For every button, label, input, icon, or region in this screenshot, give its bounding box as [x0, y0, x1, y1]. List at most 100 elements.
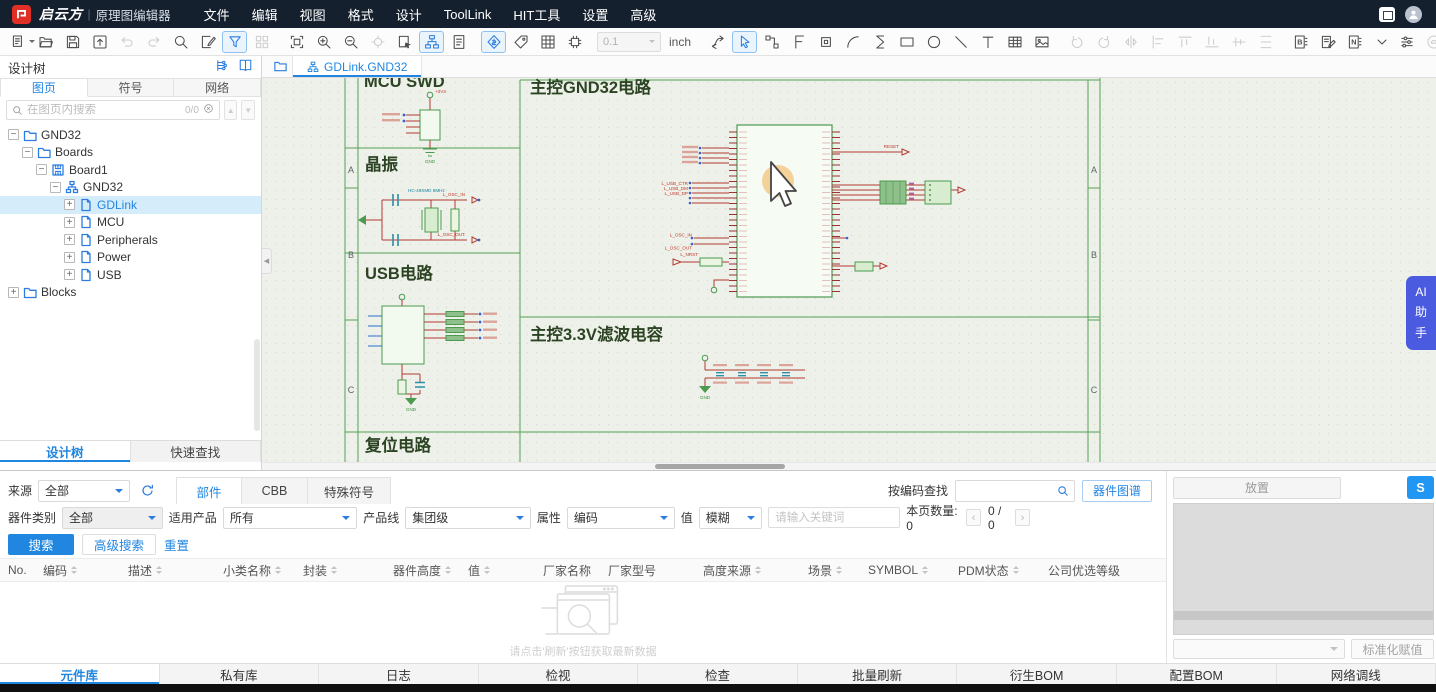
bottom-tab-日志[interactable]: 日志: [319, 664, 479, 684]
project-folder-icon[interactable]: [268, 56, 292, 77]
sort-icon[interactable]: [484, 566, 491, 574]
place-button[interactable]: 放置: [1173, 476, 1341, 499]
bottom-tab-衍生BOM[interactable]: 衍生BOM: [957, 664, 1117, 684]
column-header-小类名称[interactable]: 小类名称: [215, 559, 295, 581]
search-next-button[interactable]: ▼: [241, 100, 255, 120]
fit-view-button[interactable]: [284, 31, 309, 53]
keyword-input[interactable]: [768, 507, 901, 528]
bottom-tab-检查[interactable]: 检查: [638, 664, 798, 684]
menu-item-1[interactable]: 编辑: [251, 7, 278, 23]
circle-tool-button[interactable]: [921, 31, 946, 53]
collapse-icon[interactable]: −: [50, 181, 61, 193]
net-tag-button[interactable]: [508, 31, 533, 53]
bottom-tab-检视[interactable]: 检视: [479, 664, 639, 684]
value-tag-button[interactable]: [481, 30, 506, 53]
reset-button[interactable]: 重置: [164, 539, 190, 553]
search-icon[interactable]: [1057, 485, 1069, 497]
clear-search-icon[interactable]: [203, 101, 214, 119]
collapse-icon[interactable]: −: [22, 146, 33, 158]
sort-icon[interactable]: [922, 566, 929, 574]
expand-icon[interactable]: +: [64, 216, 75, 228]
sheet-properties-button[interactable]: [446, 31, 471, 53]
tree-item-Boards[interactable]: −Boards: [0, 144, 261, 162]
wire-mode-button[interactable]: [705, 31, 730, 53]
collapse-icon[interactable]: −: [36, 164, 47, 176]
menu-item-2[interactable]: 视图: [299, 7, 326, 23]
sort-icon[interactable]: [156, 566, 163, 574]
rect-tool-button[interactable]: [894, 31, 919, 53]
column-header-描述[interactable]: 描述: [120, 559, 215, 581]
prev-page-button[interactable]: ‹: [966, 509, 981, 526]
sort-icon[interactable]: [836, 566, 843, 574]
sort-icon[interactable]: [71, 566, 78, 574]
menu-item-6[interactable]: HIT工具: [513, 7, 561, 23]
arc-tool-button[interactable]: [840, 31, 865, 53]
bottom-tab-元件库[interactable]: 元件库: [0, 664, 160, 684]
menu-item-7[interactable]: 设置: [582, 7, 609, 23]
refresh-button[interactable]: [136, 480, 158, 502]
menu-item-8[interactable]: 高级: [630, 7, 657, 23]
tree-item-Power[interactable]: +Power: [0, 249, 261, 267]
polyline-tool-button[interactable]: [867, 31, 892, 53]
part-place-button[interactable]: [813, 31, 838, 53]
save-button[interactable]: [60, 31, 85, 53]
select-mode-button[interactable]: [732, 30, 758, 53]
column-header-值[interactable]: 值: [460, 559, 535, 581]
edit-sheet-button[interactable]: [195, 31, 220, 53]
column-header-器件高度[interactable]: 器件高度: [385, 559, 460, 581]
netlist-report-button[interactable]: N: [1342, 31, 1367, 53]
sort-icon[interactable]: [1012, 566, 1019, 574]
schematic-canvas[interactable]: A B C A B C MCU SWD 晶振 USB电路 复位电路 主控GND3…: [262, 78, 1436, 462]
filter-select-3[interactable]: 编码: [566, 506, 675, 529]
text-tool-button[interactable]: [975, 31, 1000, 53]
display-settings-button[interactable]: [1394, 31, 1419, 53]
bottom-tab-批量刷新[interactable]: 批量刷新: [798, 664, 958, 684]
next-page-button[interactable]: ›: [1015, 509, 1030, 526]
library-book-icon[interactable]: [238, 58, 253, 76]
tree-item-Peripherals[interactable]: +Peripherals: [0, 231, 261, 249]
hierarchy-view-button[interactable]: [419, 30, 444, 53]
window-share-icon[interactable]: [1379, 6, 1395, 22]
column-header-高度来源[interactable]: 高度来源: [695, 559, 800, 581]
sort-icon[interactable]: [331, 566, 338, 574]
tree-scrollbar[interactable]: [254, 339, 260, 431]
more-tools-button[interactable]: [1369, 31, 1394, 53]
bottom-tab-网络调线[interactable]: 网络调线: [1277, 664, 1436, 684]
goto-sheet-button[interactable]: [392, 31, 417, 53]
library-tab-部件[interactable]: 部件: [176, 477, 243, 504]
bottom-tab-私有库[interactable]: 私有库: [160, 664, 320, 684]
zoom-in-button[interactable]: [311, 31, 336, 53]
search-prev-button[interactable]: ▲: [223, 100, 238, 120]
advanced-search-button[interactable]: 高级搜索: [82, 534, 157, 555]
code-search-input[interactable]: [960, 484, 1057, 497]
check-in-button[interactable]: [87, 31, 112, 53]
tree-item-MCU[interactable]: +MCU: [0, 214, 261, 232]
package-view-button[interactable]: [562, 31, 587, 53]
edit-report-button[interactable]: [1315, 31, 1340, 53]
filter-select-4[interactable]: 模糊: [698, 506, 763, 529]
tree-item-GND32[interactable]: −GND32: [0, 179, 261, 197]
filter-button[interactable]: [222, 30, 247, 53]
column-header-PDM状态[interactable]: PDM状态: [950, 559, 1040, 581]
component-atlas-button[interactable]: 器件图谱: [1081, 479, 1152, 502]
expand-icon[interactable]: +: [64, 251, 75, 263]
new-document-button[interactable]: [6, 31, 35, 53]
menu-item-4[interactable]: 设计: [395, 7, 422, 23]
collapse-icon[interactable]: −: [8, 129, 19, 141]
tree-view-icon[interactable]: [214, 58, 229, 76]
menu-item-0[interactable]: 文件: [203, 7, 230, 23]
open-project-button[interactable]: [33, 31, 58, 53]
filter-select-2[interactable]: 集团级: [405, 506, 531, 529]
sort-icon[interactable]: [275, 566, 282, 574]
grid-settings-button[interactable]: [535, 31, 560, 53]
image-tool-button[interactable]: [1029, 31, 1054, 53]
tree-item-Blocks[interactable]: +Blocks: [0, 284, 261, 302]
tree-item-USB[interactable]: +USB: [0, 266, 261, 284]
hscroll-thumb[interactable]: [655, 464, 785, 469]
sort-icon[interactable]: [755, 566, 762, 574]
zoom-out-button[interactable]: [338, 31, 363, 53]
expand-icon[interactable]: +: [64, 234, 75, 246]
bottom-tab-配置BOM[interactable]: 配置BOM: [1117, 664, 1277, 684]
bom-report-button[interactable]: B: [1288, 31, 1313, 53]
